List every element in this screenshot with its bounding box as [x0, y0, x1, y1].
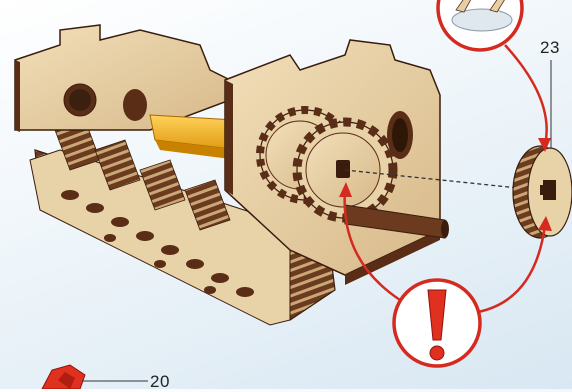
- warning-arrow-right: [478, 225, 545, 312]
- part-20: [42, 365, 85, 389]
- glue-arrow: [505, 45, 547, 145]
- rear-frame-plate: [15, 25, 230, 132]
- part-number-20: 20: [150, 372, 170, 392]
- warning-callout: [394, 280, 480, 366]
- glue-callout-top: [438, 0, 522, 50]
- part-number-23: 23: [540, 38, 560, 58]
